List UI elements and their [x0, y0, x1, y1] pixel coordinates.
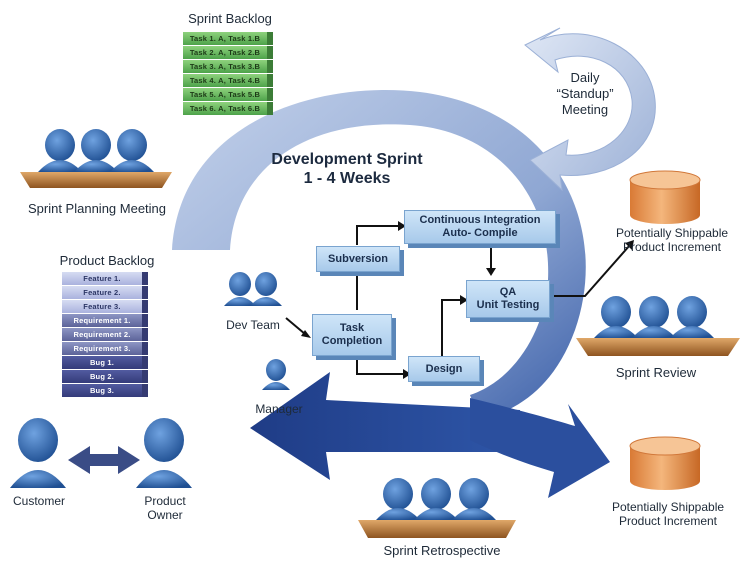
sprint-title-line1: Development Sprint	[271, 151, 423, 168]
product-owner-figure	[136, 418, 192, 488]
product-owner-line1: Product	[144, 494, 186, 508]
increment-bottom-line2: Product Increment	[618, 514, 718, 528]
daily-line3: Meeting	[561, 102, 609, 117]
product-backlog-title: Product Backlog	[59, 253, 155, 268]
product-owner-label: Product Owner	[130, 494, 200, 522]
sprint-backlog-title: Sprint Backlog	[188, 11, 272, 26]
sprint-backlog-item: Task 5. A, Task 5.B	[183, 88, 273, 101]
manager-figure	[262, 359, 290, 390]
increment-label-bottom: Potentially Shippable Product Increment	[598, 500, 738, 528]
development-sprint-title: Development Sprint 1 - 4 Weeks	[262, 150, 432, 188]
customer-label: Customer	[12, 494, 65, 508]
daily-line2: “Standup”	[556, 86, 614, 101]
increment-database-bottom	[629, 436, 701, 490]
sprint-title-line2: 1 - 4 Weeks	[303, 170, 391, 187]
daily-standup-label: Daily “Standup” Meeting	[540, 70, 630, 118]
sprint-backlog-item: Task 2. A, Task 2.B	[183, 46, 273, 59]
dev-team-label: Dev Team	[226, 318, 280, 332]
qa-line2: Unit Testing	[476, 299, 540, 311]
sprint-backlog-item: Task 6. A, Task 6.B	[183, 102, 273, 115]
manager-label: Manager	[255, 402, 303, 416]
task-line1: Task	[339, 322, 365, 334]
increment-database-top	[629, 170, 701, 224]
review-meeting-group	[576, 296, 740, 356]
requirement-item: Requirement 2.	[62, 328, 148, 341]
connector-heads	[301, 221, 634, 379]
increment-top-line2: Product Increment	[622, 240, 722, 254]
bug-item: Bug 3.	[62, 384, 148, 397]
dev-team-figures	[224, 272, 282, 306]
qa-line1: QA	[499, 286, 517, 298]
bug-item: Bug 1.	[62, 356, 148, 369]
sprint-planning-label: Sprint Planning Meeting	[27, 201, 167, 216]
retrospective-arrow	[250, 372, 520, 480]
product-backlog-stack: Feature 1. Feature 2. Feature 3. Require…	[62, 272, 148, 398]
daily-cycle-arrow	[524, 27, 656, 192]
sprint-backlog-item: Task 4. A, Task 4.B	[183, 74, 273, 87]
process-connectors	[285, 225, 631, 375]
feature-item: Feature 2.	[62, 286, 148, 299]
increment-arrow	[470, 398, 610, 498]
increment-bottom-line1: Potentially Shippable	[611, 500, 725, 514]
design-box: Design	[408, 356, 480, 382]
product-owner-line2: Owner	[147, 508, 183, 522]
ci-line2: Auto- Compile	[442, 227, 518, 239]
sprint-backlog-stack: Task 1. A, Task 1.B Task 2. A, Task 2.B …	[183, 32, 273, 116]
increment-label-top: Potentially Shippable Product Increment	[604, 226, 740, 254]
bug-item: Bug 2.	[62, 370, 148, 383]
daily-line1: Daily	[570, 70, 600, 85]
requirement-item: Requirement 3.	[62, 342, 148, 355]
customer-figure	[10, 418, 66, 488]
sprint-retrospective-label: Sprint Retrospective	[383, 543, 501, 558]
task-line2: Completion	[321, 335, 383, 347]
feature-item: Feature 1.	[62, 272, 148, 285]
customer-owner-arrow	[68, 446, 140, 474]
increment-top-line1: Potentially Shippable	[615, 226, 729, 240]
feature-item: Feature 3.	[62, 300, 148, 313]
sprint-backlog-item: Task 3. A, Task 3.B	[183, 60, 273, 73]
retrospective-meeting-group	[358, 478, 516, 538]
requirement-item: Requirement 1.	[62, 314, 148, 327]
subversion-box: Subversion	[316, 246, 400, 272]
sprint-review-label: Sprint Review	[615, 365, 697, 380]
planning-meeting-group	[20, 129, 172, 188]
sprint-backlog-item: Task 1. A, Task 1.B	[183, 32, 273, 45]
ci-line1: Continuous Integration	[419, 214, 541, 226]
